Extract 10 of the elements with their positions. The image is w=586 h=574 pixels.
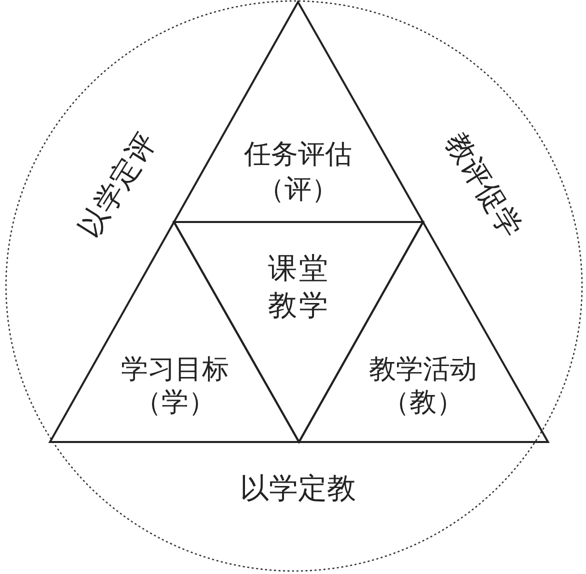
panel-subtitle: （评） <box>258 173 338 207</box>
panel-title: 课堂教学 <box>267 250 331 324</box>
side-label: 以学定教 <box>240 471 356 505</box>
panel-subtitle: （教） <box>382 386 464 420</box>
side-label: 以学定评 <box>72 126 162 244</box>
side-label: 教评促学 <box>438 126 530 244</box>
panel-title: 任务评估 <box>244 138 352 172</box>
panel-subtitle: （学） <box>134 386 216 420</box>
panel-title: 学习目标 <box>121 353 229 387</box>
panel-title: 教学活动 <box>369 353 477 387</box>
